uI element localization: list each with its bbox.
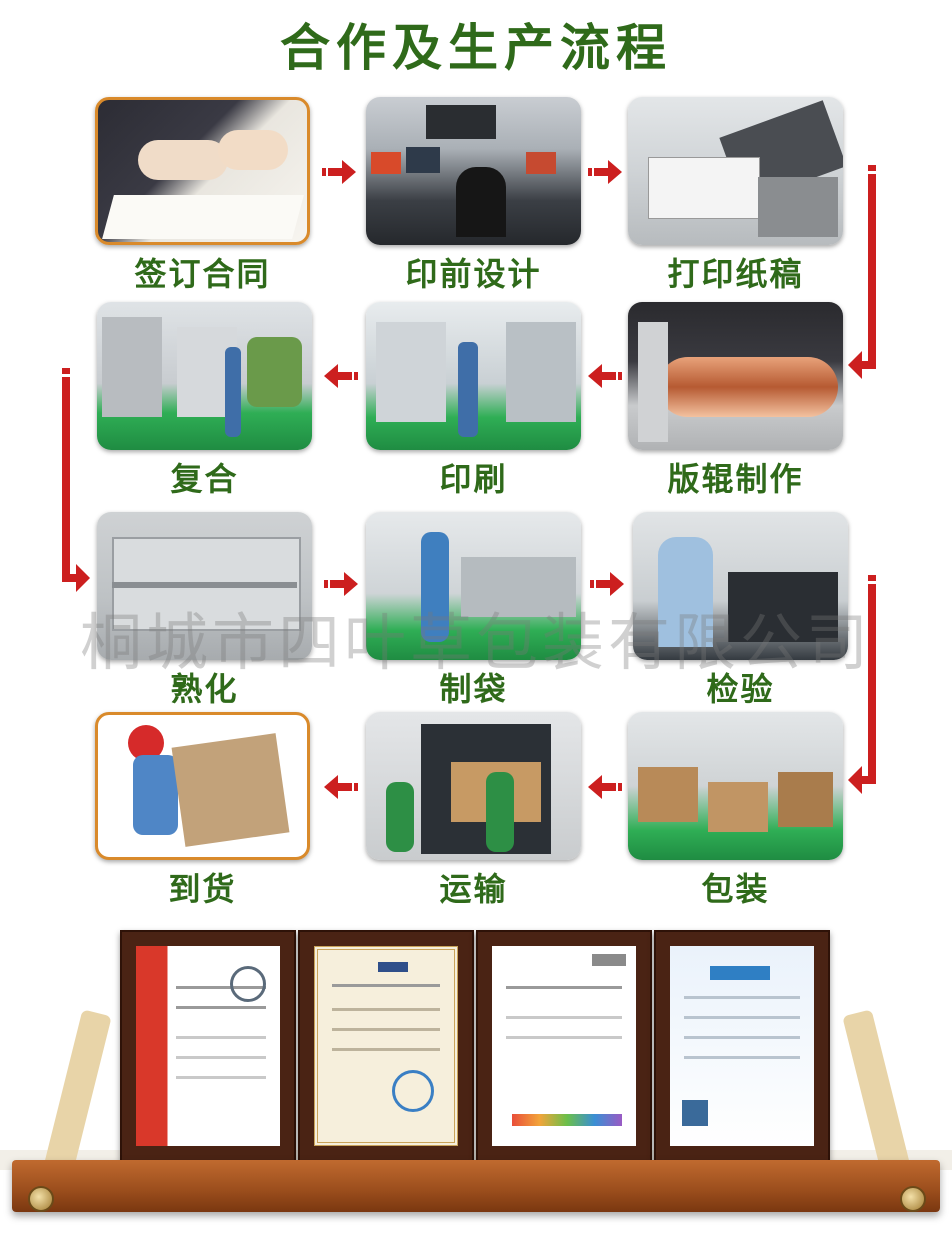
step-inspection: 检验 xyxy=(633,512,848,710)
step-printing: 印刷 xyxy=(366,302,581,500)
sgs-certificate-icon xyxy=(476,930,652,1162)
step-sign-contract: 签订合同 xyxy=(95,97,310,295)
step-label: 运输 xyxy=(439,870,508,908)
inspection-photo xyxy=(633,512,848,660)
page-title: 合作及生产流程 xyxy=(280,18,672,77)
step-print-proof: 打印纸稿 xyxy=(628,97,843,295)
step-label: 检验 xyxy=(706,670,775,708)
intertek-certificate-icon xyxy=(654,930,830,1162)
arrow-right-icon xyxy=(588,160,622,184)
arrow-right-icon xyxy=(324,572,358,596)
proof-printer-photo xyxy=(628,97,843,245)
cylinder-making-photo xyxy=(628,302,843,450)
step-prepress-design: 印前设计 xyxy=(366,97,581,295)
step-label: 到货 xyxy=(168,870,237,908)
arrow-down-turn-icon xyxy=(848,165,876,379)
arrow-left-icon xyxy=(324,364,358,388)
step-transport: 运输 xyxy=(366,712,581,910)
step-label: 复合 xyxy=(170,460,239,498)
step-label: 打印纸稿 xyxy=(667,255,804,293)
step-label: 版辊制作 xyxy=(667,460,804,498)
step-label: 包装 xyxy=(701,870,770,908)
contract-signing-photo xyxy=(95,97,310,245)
step-packing: 包装 xyxy=(628,712,843,910)
step-label: 签订合同 xyxy=(134,255,271,293)
wooden-shelf xyxy=(12,1160,940,1212)
bag-making-photo xyxy=(366,512,581,660)
step-label: 熟化 xyxy=(170,670,239,708)
step-curing: 熟化 xyxy=(97,512,312,710)
arrow-right-icon xyxy=(322,160,356,184)
design-office-photo xyxy=(366,97,581,245)
screw-icon xyxy=(900,1186,926,1212)
arrow-down-turn-icon xyxy=(62,368,90,592)
lamination-machine-photo xyxy=(97,302,312,450)
arrow-down-turn-icon xyxy=(848,575,876,794)
step-label: 制袋 xyxy=(439,670,508,708)
arrow-left-icon xyxy=(324,775,358,799)
delivery-courier-photo xyxy=(95,712,310,860)
screw-icon xyxy=(28,1186,54,1212)
truck-loading-photo xyxy=(366,712,581,860)
curing-oven-photo xyxy=(97,512,312,660)
step-lamination: 复合 xyxy=(97,302,312,500)
step-label: 印前设计 xyxy=(405,255,542,293)
brc-certificate-icon xyxy=(120,930,296,1162)
fda-certificate-icon xyxy=(298,930,474,1162)
arrow-left-icon xyxy=(588,775,622,799)
arrow-right-icon xyxy=(590,572,624,596)
step-arrival: 到货 xyxy=(95,712,310,910)
step-cylinder-making: 版辊制作 xyxy=(628,302,843,500)
warehouse-packing-photo xyxy=(628,712,843,860)
step-bag-making: 制袋 xyxy=(366,512,581,710)
step-label: 印刷 xyxy=(439,460,508,498)
printing-press-photo xyxy=(366,302,581,450)
arrow-left-icon xyxy=(588,364,622,388)
